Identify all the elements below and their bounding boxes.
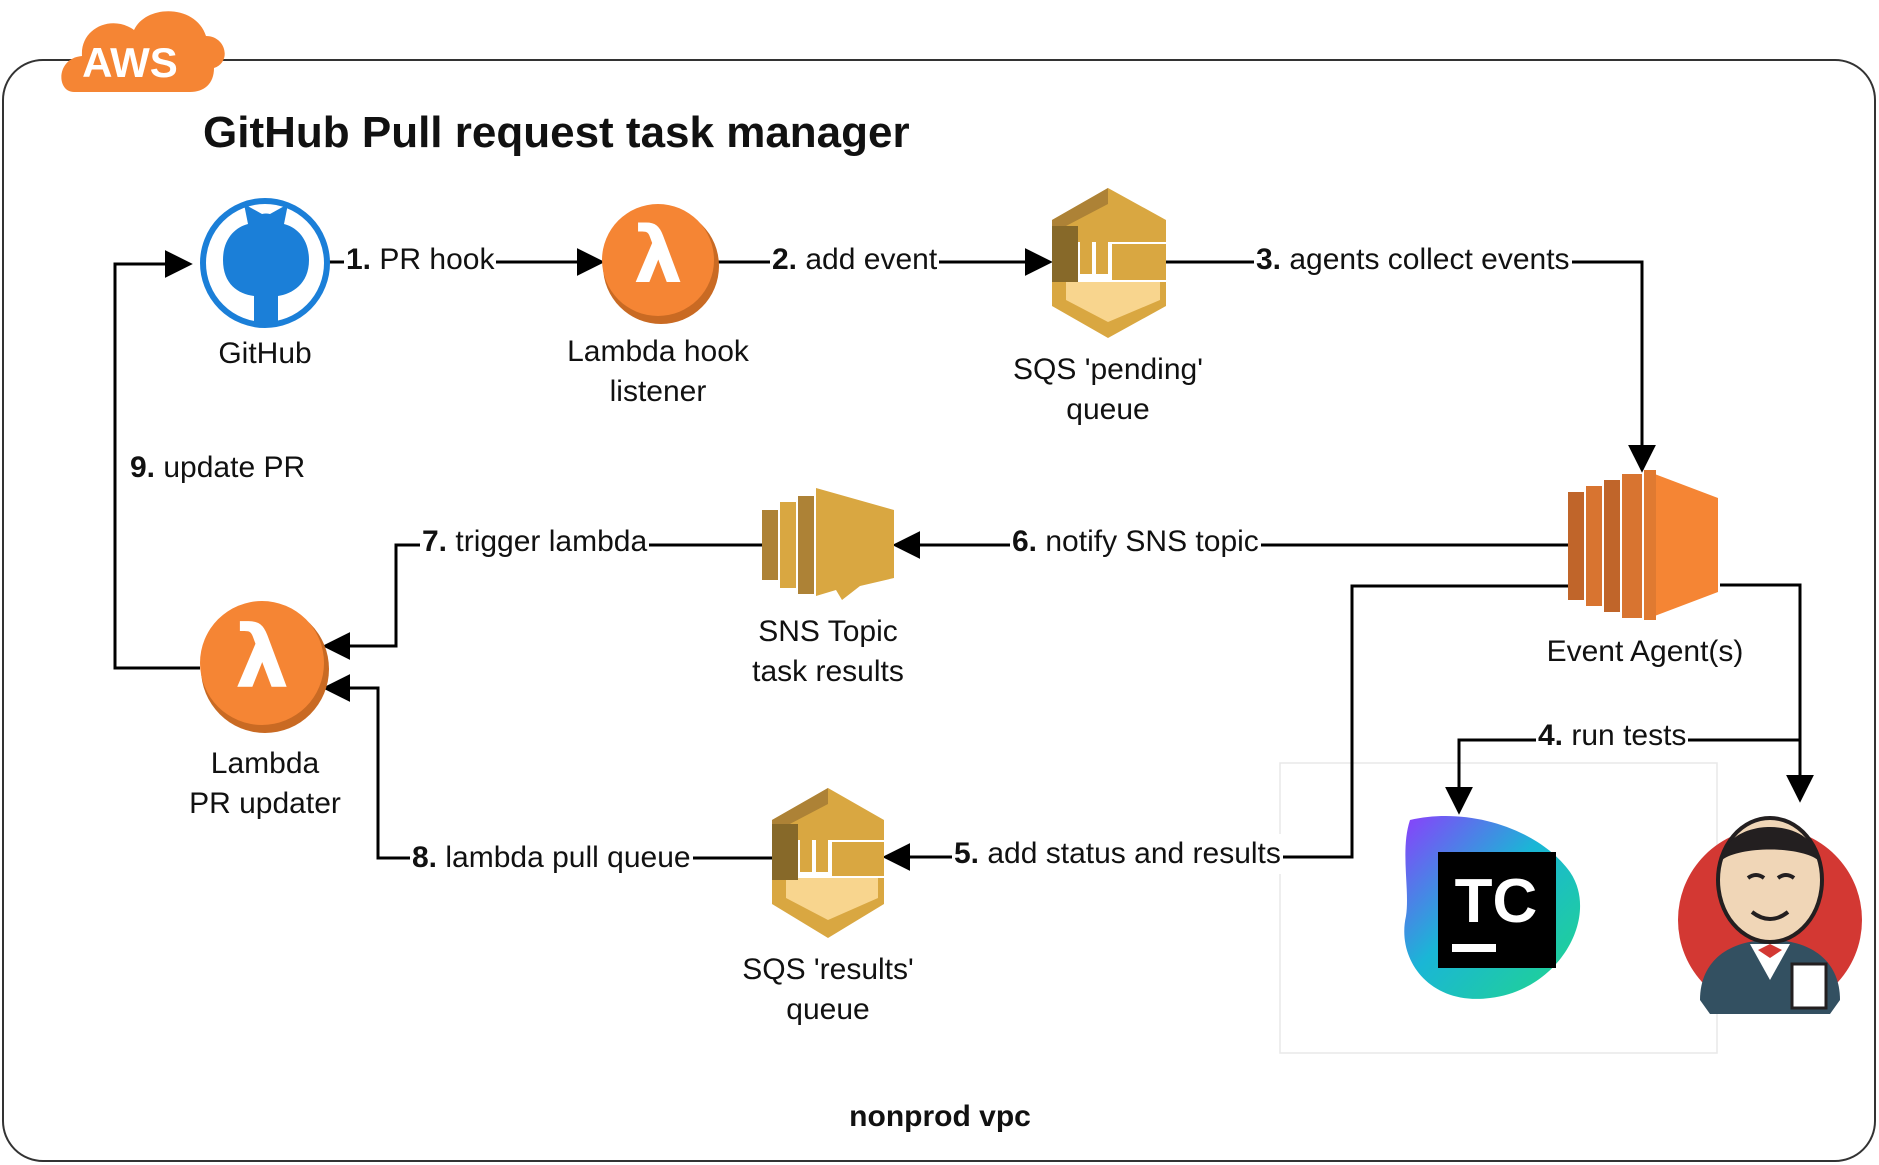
event-agent-label: Event Agent(s) [1520, 632, 1770, 672]
lambda-hook-line2: listener [609, 375, 707, 408]
edge-9-text: update PR [163, 451, 306, 484]
edge-1-text: PR hook [379, 243, 495, 276]
edge-7-text: trigger lambda [455, 525, 648, 558]
edge-4-num: 4. [1538, 719, 1564, 752]
edge-3-num: 3. [1256, 243, 1282, 276]
edge-label-5: 5. add status and results [952, 834, 1283, 874]
lambda-hook-line1: Lambda hook [567, 335, 749, 368]
sns-topic-line2: task results [752, 655, 904, 688]
edge-4-text: run tests [1571, 719, 1687, 752]
edge-label-3: 3. agents collect events [1254, 240, 1572, 280]
edge-label-6: 6. notify SNS topic [1010, 522, 1261, 562]
edge-label-8: 8. lambda pull queue [410, 838, 693, 878]
edge-1-num: 1. [346, 243, 372, 276]
event-agent-caption: Event Agent(s) [1546, 635, 1744, 668]
lambda-pr-updater-icon: λ [200, 601, 329, 733]
edge-update-pr [113, 250, 200, 670]
edge-2-text: add event [805, 243, 938, 276]
sqs-results-icon [772, 788, 884, 938]
sqs-pending-line1: SQS 'pending' [1013, 353, 1203, 386]
github-caption: GitHub [218, 337, 312, 370]
lambda-hook-icon: λ [602, 204, 719, 324]
edge-8-num: 8. [412, 841, 438, 874]
lambda-pr-label: Lambda PR updater [160, 744, 370, 824]
sqs-results-line2: queue [786, 993, 870, 1026]
sqs-pending-icon [1052, 188, 1166, 338]
sqs-results-label: SQS 'results' queue [718, 950, 938, 1030]
sns-topic-label: SNS Topic task results [718, 612, 938, 692]
lambda-hook-label: Lambda hook listener [548, 332, 768, 412]
aws-badge-text: AWS [82, 39, 178, 86]
lambda-pr-line2: PR updater [189, 787, 341, 820]
vpc-label: nonprod vpc [849, 1100, 1031, 1133]
jenkins-butler-icon [1678, 816, 1862, 1014]
edge-run-tests-jenkins [1720, 583, 1814, 803]
edge-label-1: 1. PR hook [344, 240, 497, 280]
github-label: GitHub [200, 334, 330, 374]
edge-5-num: 5. [954, 837, 980, 870]
teamcity-logo-text: TC [1455, 867, 1538, 936]
edge-5-text: add status and results [987, 837, 1281, 870]
edge-label-4: 4. run tests [1536, 716, 1689, 756]
svg-text:λ: λ [633, 211, 682, 301]
edge-7-num: 7. [422, 525, 448, 558]
sqs-results-line1: SQS 'results' [742, 953, 914, 986]
teamcity-logo: TC [1404, 815, 1581, 999]
edge-label-2: 2. add event [770, 240, 940, 280]
edge-2-num: 2. [772, 243, 798, 276]
edge-label-7: 7. trigger lambda [420, 522, 650, 562]
page-title: GitHub Pull request task manager [203, 108, 910, 157]
edge-6-text: notify SNS topic [1045, 525, 1259, 558]
sns-topic-line1: SNS Topic [758, 615, 898, 648]
lambda-pr-line1: Lambda [210, 747, 320, 780]
edge-9-num: 9. [130, 451, 156, 484]
event-agent-icon [1568, 470, 1718, 620]
edge-label-9: 9. update PR [128, 448, 308, 488]
edge-6-num: 6. [1012, 525, 1038, 558]
sqs-pending-label: SQS 'pending' queue [988, 350, 1228, 430]
sns-topic-icon [762, 488, 894, 600]
edge-3-text: agents collect events [1289, 243, 1570, 276]
edge-8-text: lambda pull queue [445, 841, 691, 874]
aws-cloud-badge: AWS [61, 11, 225, 93]
sqs-pending-line2: queue [1066, 393, 1150, 426]
github-icon [200, 198, 330, 328]
svg-text:λ: λ [235, 608, 289, 708]
